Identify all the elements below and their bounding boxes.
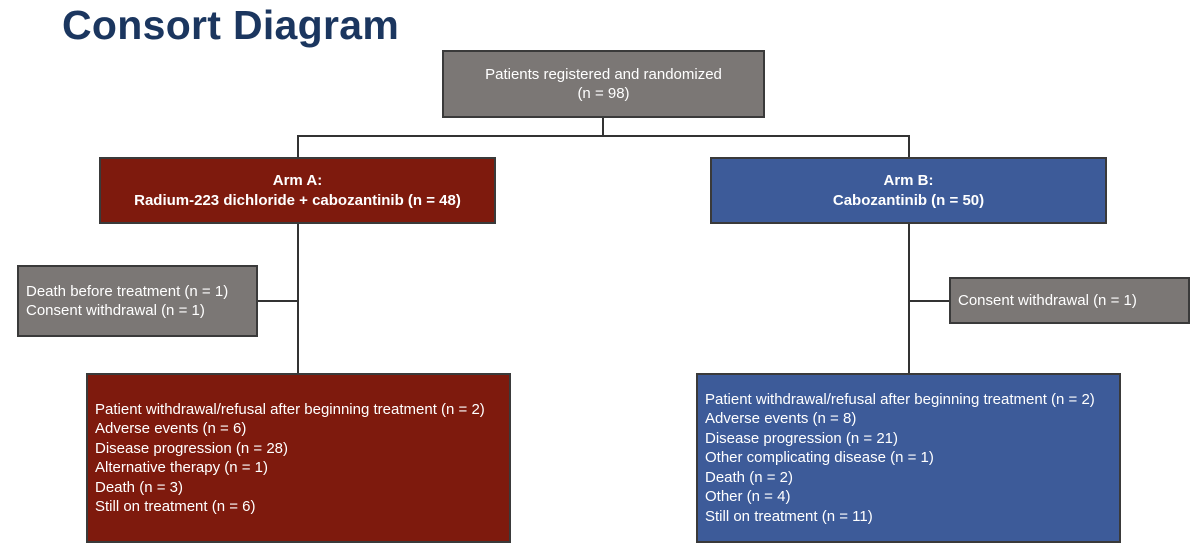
list-item: Death before treatment (n = 1) — [26, 282, 229, 300]
connector-arm-b-down — [908, 222, 910, 374]
arm-b-box: Arm B: Cabozantinib (n = 50) — [710, 157, 1107, 224]
connector-to-arm-b — [908, 135, 910, 158]
connector-arm-a-exclusion — [256, 300, 298, 302]
list-item: Adverse events (n = 6) — [95, 420, 247, 437]
arm-a-box: Arm A: Radium-223 dichloride + cabozanti… — [99, 157, 496, 224]
list-item: Still on treatment (n = 6) — [95, 498, 256, 515]
arm-a-heading: Arm A: — [272, 172, 323, 189]
list-item: Consent withdrawal (n = 1) — [958, 291, 1137, 309]
arm-b-heading: Arm B: — [883, 172, 934, 189]
arm-a-exclusion-box: Death before treatment (n = 1) Consent w… — [17, 265, 258, 337]
randomized-label: Patients registered and randomized — [485, 65, 722, 83]
list-item: Other (n = 4) — [705, 488, 791, 506]
arm-a-subheading: Radium-223 dichloride + cabozantinib (n … — [134, 191, 461, 209]
list-item: Consent withdrawal (n = 1) — [26, 302, 205, 319]
list-item: Death (n = 3) — [95, 478, 183, 496]
list-item: Death (n = 2) — [705, 468, 793, 486]
randomized-count: (n = 98) — [577, 85, 630, 102]
arm-a-outcomes-box: Patient withdrawal/refusal after beginni… — [86, 373, 511, 543]
arm-b-exclusion-box: Consent withdrawal (n = 1) — [949, 277, 1190, 324]
list-item: Still on treatment (n = 11) — [705, 507, 873, 525]
list-item: Adverse events (n = 8) — [705, 410, 857, 428]
arm-b-subheading: Cabozantinib (n = 50) — [832, 191, 985, 209]
list-item: Patient withdrawal/refusal after beginni… — [705, 390, 1095, 408]
connector-split — [297, 135, 909, 137]
arm-b-outcomes-box: Patient withdrawal/refusal after beginni… — [696, 373, 1121, 543]
list-item: Disease progression (n = 21) — [705, 429, 899, 447]
list-item: Patient withdrawal/refusal after beginni… — [95, 400, 485, 418]
list-item: Other complicating disease (n = 1) — [705, 449, 934, 467]
page-title: Consort Diagram — [62, 2, 400, 48]
list-item: Alternative therapy (n = 1) — [95, 459, 269, 476]
list-item: Disease progression (n = 28) — [95, 439, 289, 457]
connector-arm-b-exclusion — [908, 300, 951, 302]
connector-arm-a-down — [297, 222, 299, 374]
connector-to-arm-a — [297, 135, 299, 158]
connector-top-down — [602, 116, 604, 136]
randomized-box: Patients registered and randomized (n = … — [442, 50, 765, 118]
